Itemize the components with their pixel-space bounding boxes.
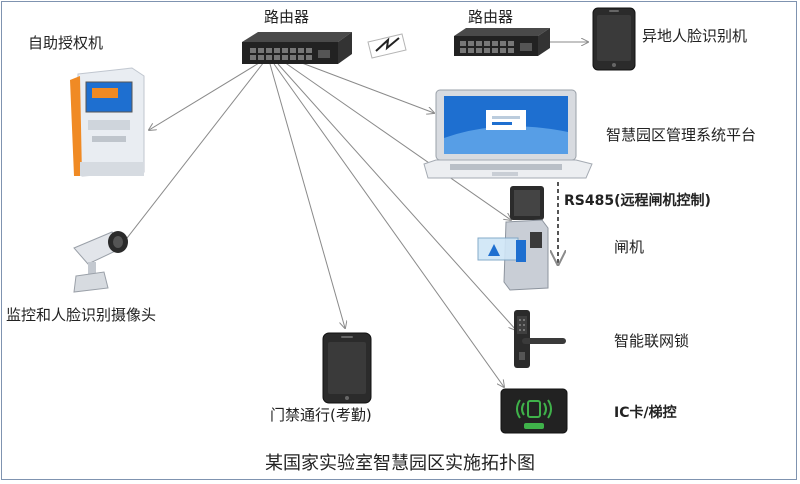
wireless-link-icon bbox=[367, 33, 407, 59]
cctv-camera-icon bbox=[73, 231, 128, 293]
turnstile-label: 闸机 bbox=[614, 238, 645, 256]
link-router-camera bbox=[120, 61, 265, 247]
rs485-label: RS485(远程闸机控制) bbox=[564, 193, 711, 209]
router-remote-label: 路由器 bbox=[468, 8, 514, 26]
ic-card-label: IC卡/梯控 bbox=[614, 405, 677, 421]
smart-lock-label: 智能联网锁 bbox=[614, 332, 690, 350]
diagram-title: 某国家实验室智慧园区实施拓扑图 bbox=[265, 453, 535, 474]
kiosk-label: 自助授权机 bbox=[28, 34, 104, 52]
link-router-turnstile bbox=[283, 61, 511, 220]
network-switch-icon bbox=[242, 32, 352, 64]
link-router-platform bbox=[293, 59, 434, 113]
network-switch-icon bbox=[454, 28, 550, 56]
smart-door-lock-icon bbox=[514, 310, 566, 368]
turnstile-gate-icon bbox=[477, 186, 549, 291]
router-main-label: 路由器 bbox=[264, 8, 310, 26]
access-label: 门禁通行(考勤) bbox=[270, 406, 372, 424]
platform-label: 智慧园区管理系统平台 bbox=[606, 126, 757, 144]
ic-card-reader-icon bbox=[500, 388, 568, 434]
link-router-iccard bbox=[273, 63, 504, 387]
camera-label: 监控和人脸识别摄像头 bbox=[6, 306, 157, 324]
remote-face-label: 异地人脸识别机 bbox=[642, 27, 748, 45]
link-router-lock bbox=[277, 63, 516, 330]
access-control-terminal-icon bbox=[322, 332, 372, 404]
self-service-kiosk-icon bbox=[70, 67, 145, 177]
face-recognition-terminal-icon bbox=[592, 7, 636, 71]
link-router-access bbox=[269, 63, 345, 328]
laptop-icon bbox=[423, 89, 593, 179]
link-router-kiosk bbox=[149, 59, 265, 130]
